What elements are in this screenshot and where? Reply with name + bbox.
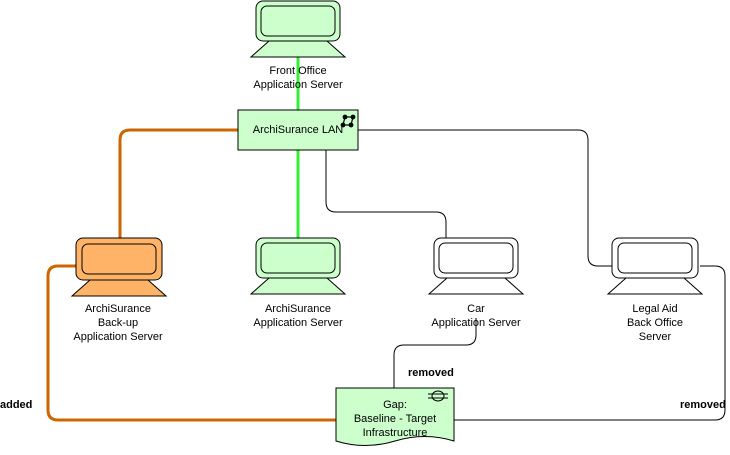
- front-office-line1: Front Office: [269, 65, 327, 77]
- app-server-line1: ArchiSurance: [264, 303, 332, 315]
- legal-line1: Legal Aid: [632, 303, 678, 315]
- gap-icon: [428, 390, 448, 402]
- connections: [46, 55, 726, 422]
- gap-line3: Infrastructure: [362, 427, 428, 439]
- link-lan-car[interactable]: [325, 150, 447, 238]
- legal-line2: Back Office: [626, 317, 684, 329]
- front-office-line2: Application Server: [253, 79, 343, 91]
- car-label: Car Application Server: [416, 302, 536, 330]
- backup-line2: Back-up: [97, 317, 139, 329]
- backup-line3: Application Server: [73, 331, 163, 343]
- gap-line2: Baseline - Target: [353, 413, 437, 425]
- link-gap-legal-removed[interactable]: [454, 265, 726, 421]
- network-icon: [340, 114, 356, 128]
- car-line2: Application Server: [431, 317, 521, 329]
- device-car[interactable]: [427, 237, 525, 295]
- front-office-label: Front Office Application Server: [238, 64, 358, 92]
- legal-label: Legal Aid Back Office Server: [595, 302, 715, 344]
- device-front-office[interactable]: [249, 0, 347, 58]
- device-backup[interactable]: [70, 237, 168, 297]
- edge-label-added: added: [0, 399, 33, 411]
- backup-line1: ArchiSurance: [84, 303, 152, 315]
- lan-label-text: ArchiSurance LAN: [252, 124, 344, 136]
- legal-line3: Server: [638, 331, 672, 343]
- app-server-line2: Application Server: [253, 317, 343, 329]
- device-legal[interactable]: [606, 237, 704, 295]
- gap-label: Gap: Baseline - Target Infrastructure: [336, 398, 454, 440]
- link-lan-backup[interactable]: [118, 128, 238, 238]
- link-lan-legal[interactable]: [358, 129, 612, 267]
- gap-node[interactable]: [335, 387, 455, 446]
- lan-label: ArchiSurance LAN: [238, 123, 358, 137]
- gap-line1: Gap:: [383, 399, 407, 411]
- edge-label-removed-legal: removed: [680, 399, 726, 411]
- app-server-label: ArchiSurance Application Server: [238, 302, 358, 330]
- device-app-server[interactable]: [249, 237, 347, 295]
- link-gap-backup-added[interactable]: [46, 264, 336, 422]
- edge-label-removed-car: removed: [408, 367, 454, 379]
- backup-label: ArchiSurance Back-up Application Server: [58, 302, 178, 344]
- car-line1: Car: [467, 303, 485, 315]
- network-lan[interactable]: [237, 109, 359, 151]
- link-gap-car-removed[interactable]: [393, 318, 477, 388]
